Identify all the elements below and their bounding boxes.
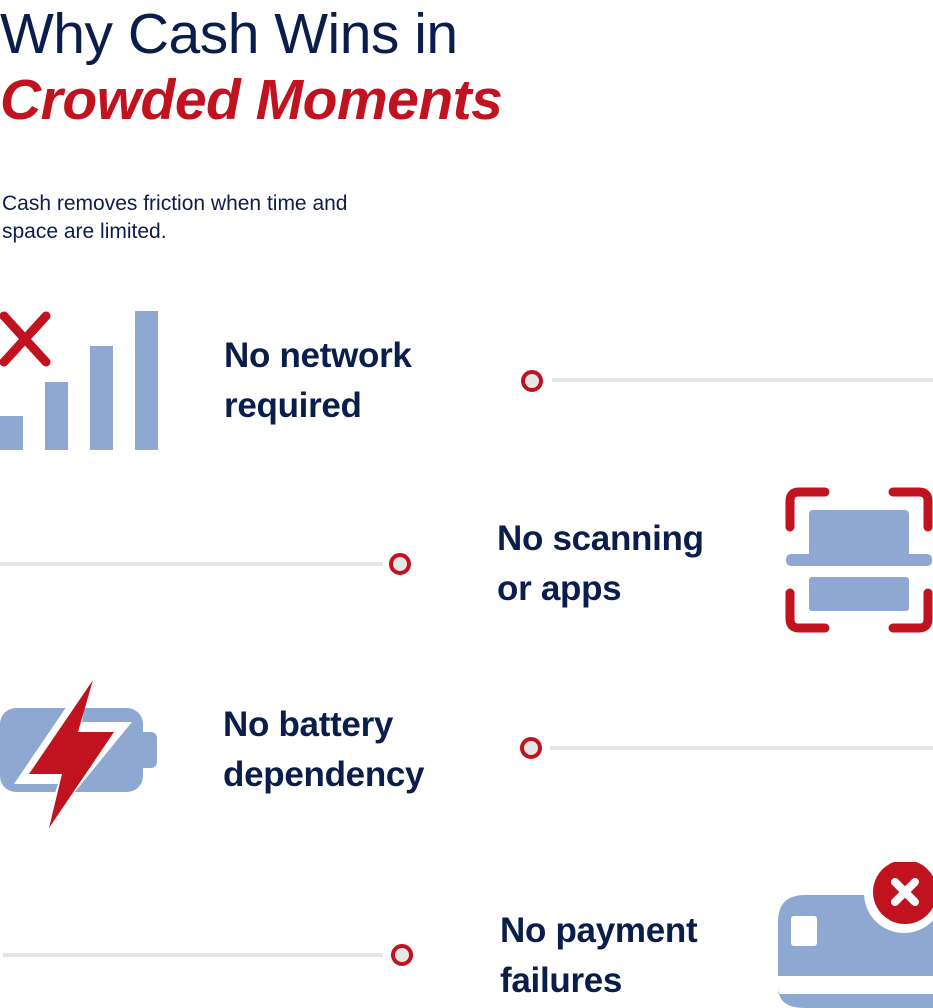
timeline-line xyxy=(550,746,933,750)
battery-bolt-icon xyxy=(0,672,157,830)
timeline-line xyxy=(552,378,933,382)
timeline-dot xyxy=(389,553,411,575)
no-signal-icon xyxy=(0,311,158,450)
item-label-payment: No payment failures xyxy=(500,911,698,1000)
timeline-line xyxy=(3,953,383,957)
title-line-1: Why Cash Wins in xyxy=(0,2,458,66)
subtitle: Cash removes friction when time and spac… xyxy=(2,192,348,243)
item-label-network: No network required xyxy=(224,336,412,425)
item-label-scanning: No scanning or apps xyxy=(497,519,704,608)
timeline-dot xyxy=(391,944,413,966)
card-declined-icon xyxy=(778,862,933,1008)
timeline-dot xyxy=(520,737,542,759)
scan-icon xyxy=(785,487,933,633)
title-line-2: Crowded Moments xyxy=(0,68,503,132)
timeline-line xyxy=(0,562,383,566)
timeline-dot xyxy=(521,370,543,392)
item-label-battery: No battery dependency xyxy=(223,705,425,794)
